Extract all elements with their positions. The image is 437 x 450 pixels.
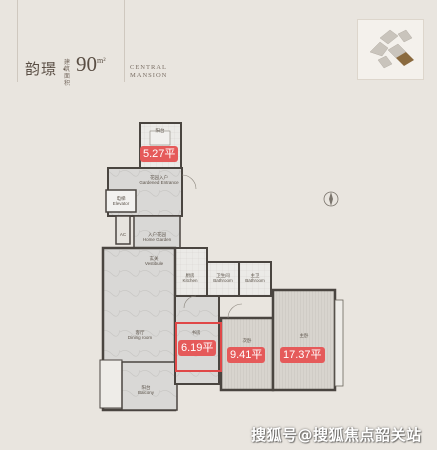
site-keyplan-thumbnail xyxy=(357,19,424,80)
room-label-elevator: 电梯 Elevator xyxy=(112,196,130,206)
header-divider-right xyxy=(124,0,125,82)
brand-text: CENTRAL MANSION xyxy=(130,64,168,79)
room-label-entrance: 花园入户 Gardened Entrance xyxy=(139,175,179,185)
area-badge-balcony: 5.27平 xyxy=(140,146,179,162)
room-label-balcony-top: 阳台 xyxy=(155,128,165,133)
plan-title: 韵璟 · xyxy=(25,62,68,78)
room-label-vestibule: 玄关 Vestibule xyxy=(144,256,164,266)
room-label-kitchen: 厨房 Kitchen xyxy=(182,273,198,283)
header-divider-left xyxy=(17,0,18,82)
plan-area-caption: 建筑面积 xyxy=(64,60,71,87)
area-badge-bedroom2: 9.41平 xyxy=(227,347,266,363)
room-label-home-garden: 入户花园 Home Garden xyxy=(142,232,172,242)
compass-icon xyxy=(323,191,339,207)
room-label-bedroom2: 次卧 xyxy=(242,338,252,343)
room-label-living: 客厅 Dining room xyxy=(127,330,153,340)
area-badge-study: 6.19平 xyxy=(178,340,217,356)
room-label-ac: AC xyxy=(119,232,127,237)
room-label-balcony-bottom: 阳台 Balcony xyxy=(137,385,154,395)
study-highlight-box xyxy=(175,322,222,372)
plan-area-value: 90m² xyxy=(76,52,106,76)
watermark-text: 搜狐号@搜狐焦点韶关站 xyxy=(251,426,422,444)
area-badge-master: 17.37平 xyxy=(280,347,325,363)
room-label-bathroom: 卫生间 Bathroom xyxy=(213,273,233,283)
room-label-study: 书房 xyxy=(191,330,201,335)
room-label-master: 主卧 xyxy=(299,333,309,338)
room-label-master-bathroom: 主卫 Bathroom xyxy=(245,273,265,283)
